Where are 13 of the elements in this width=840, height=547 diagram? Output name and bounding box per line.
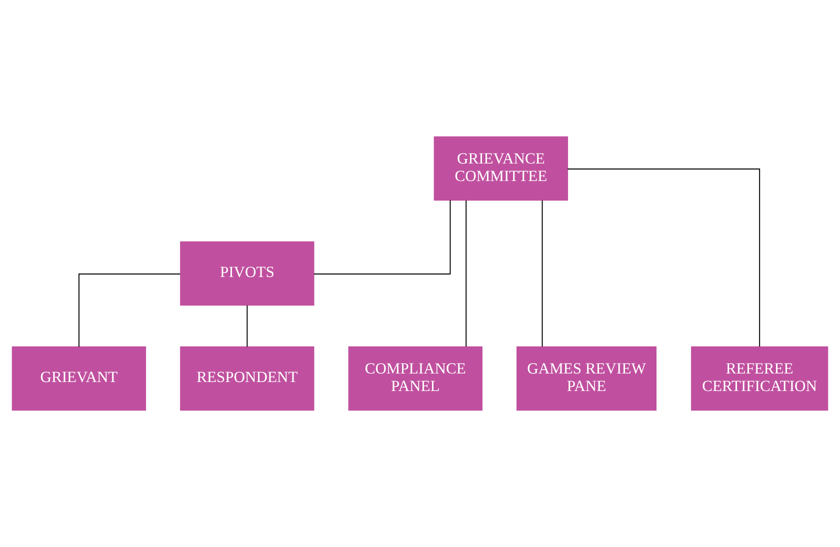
node-box: GAMES REVIEW PANE [516,346,657,411]
connector [78,274,181,348]
node-box: PIVOTS [180,241,314,306]
connector [542,200,543,348]
node-box: RESPONDENT [180,346,314,411]
connector [313,200,451,274]
connector [466,200,467,348]
node-box: REFEREE CERTIFICATION [691,346,828,411]
connector [567,168,760,348]
node-box: GRIEVANT [12,346,146,411]
node-box: GRIEVANCE COMMITTEE [434,136,568,201]
connector [246,304,248,348]
node-box: COMPLIANCE PANEL [348,346,482,411]
